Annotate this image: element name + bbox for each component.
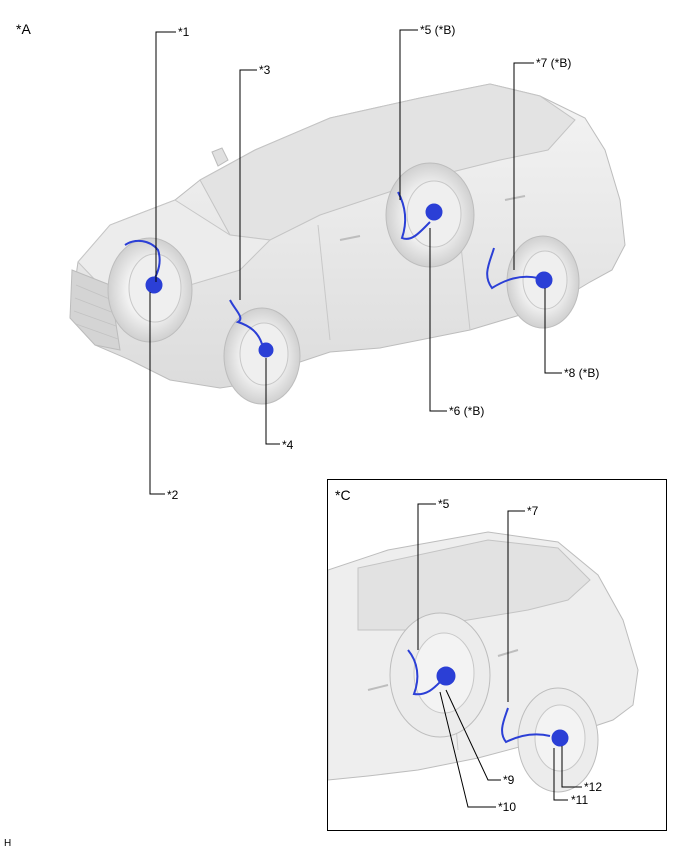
front-right-speed-sensor (229, 299, 274, 358)
rear-right-sensor-c (501, 707, 569, 747)
callout-c-11: *11 (571, 793, 589, 807)
callout-7: *7 (*B) (536, 56, 572, 70)
callout-5: *5 (*B) (420, 23, 456, 37)
front-left-speed-sensor (124, 239, 163, 294)
callout-6: *6 (*B) (449, 404, 485, 418)
view-c-inset: *C *5 *7 *9 *10 *11 *12 (327, 479, 667, 831)
callout-4: *4 (282, 438, 294, 452)
callout-8: *8 (*B) (564, 366, 600, 380)
footer-code: H (4, 838, 12, 849)
callout-1: *1 (178, 25, 190, 39)
car-illustration-c (328, 503, 639, 808)
rear-left-sensor-c (407, 649, 456, 696)
leader-lines-a (149, 29, 562, 495)
callout-2: *2 (167, 488, 179, 502)
callout-3: *3 (259, 63, 271, 77)
rear-left-speed-sensor (397, 191, 443, 240)
rear-right-speed-sensor (486, 247, 553, 290)
callout-c-9: *9 (503, 773, 515, 787)
callout-c-10: *10 (498, 800, 517, 814)
callout-c-5: *5 (438, 497, 450, 511)
view-a-label: *A (16, 21, 31, 37)
callout-c-7: *7 (527, 504, 539, 518)
callout-c-12: *12 (584, 780, 603, 794)
leader-lines-c (417, 503, 582, 808)
view-c-label: *C (335, 487, 351, 503)
